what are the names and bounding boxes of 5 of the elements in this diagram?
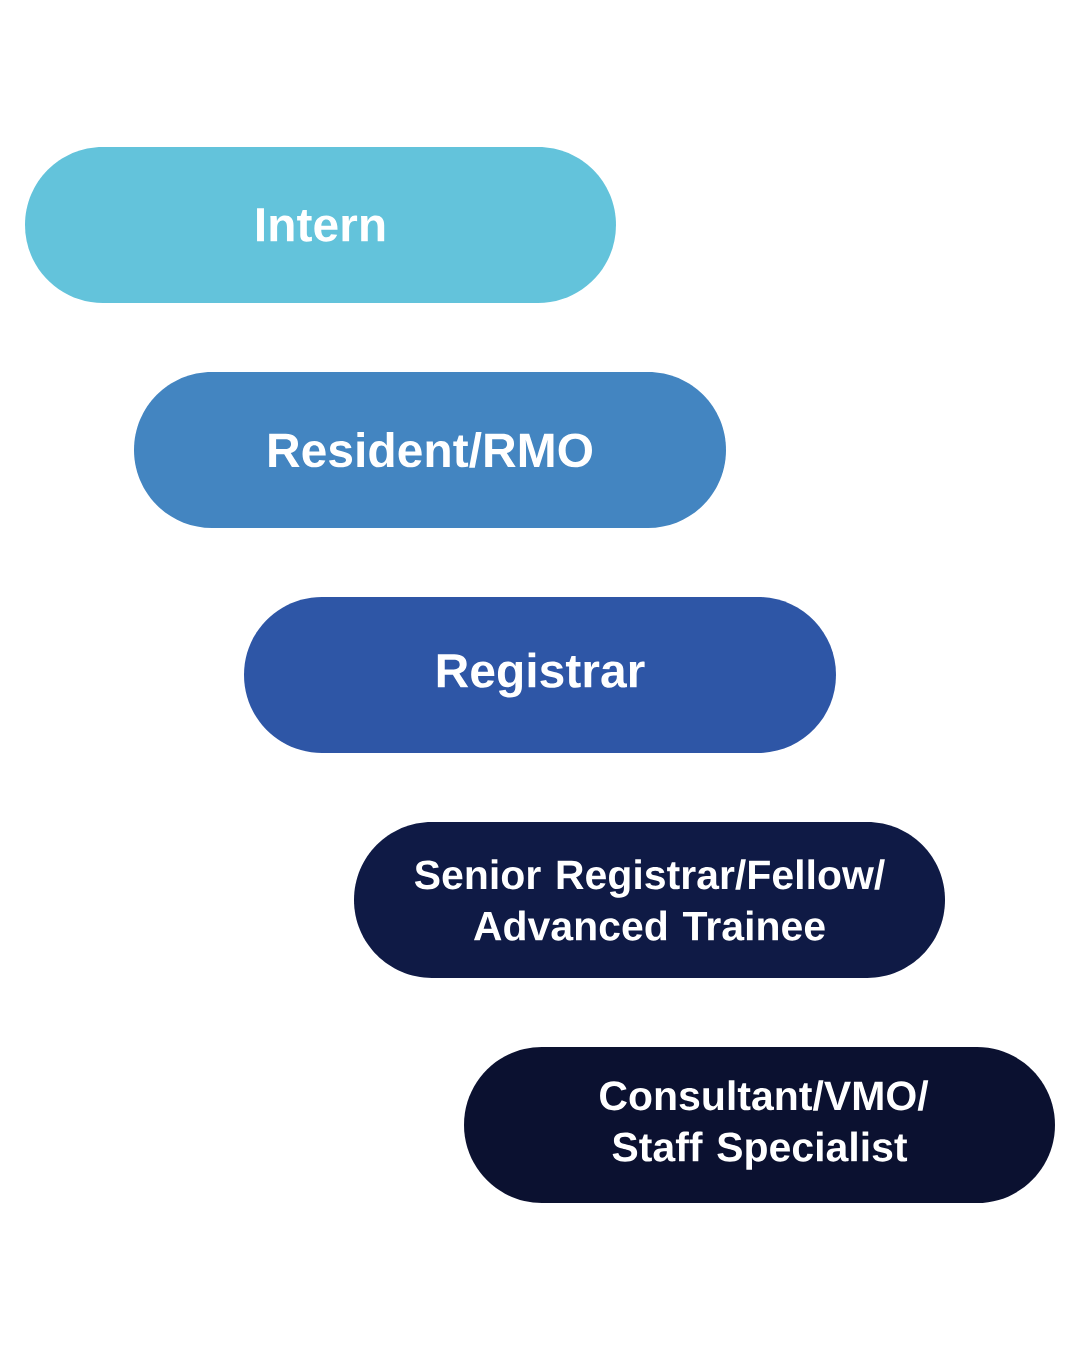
pill-box: Consultant/VMO/ Staff Specialist <box>464 1047 1055 1203</box>
pill-box: Intern <box>25 147 616 303</box>
pill-box: Senior Registrar/Fellow/ Advanced Trainee <box>354 822 945 978</box>
pill-box: Registrar <box>244 597 836 753</box>
pill-box: Resident/RMO <box>134 372 726 528</box>
